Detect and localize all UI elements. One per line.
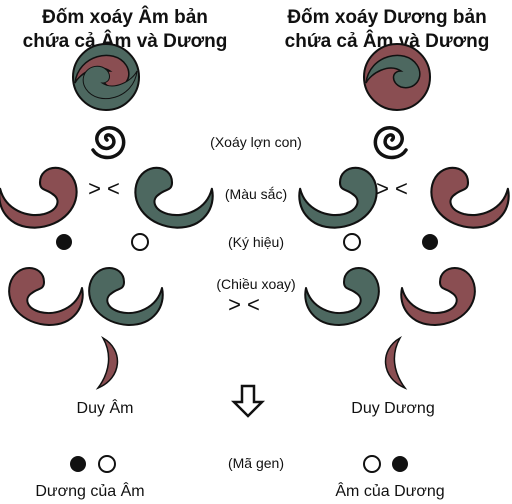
black-dot-icon [70,456,86,472]
label-symbol: (Ký hiệu) [227,234,285,250]
crescent-right-icon [384,335,408,390]
rotation-comma-yang-left-icon [88,267,164,326]
title-left: Đốm xoáy Âm bản chứa cả Âm và Dương [0,6,250,54]
black-dot-icon [56,234,72,250]
color-comma-yin-right-icon [430,166,510,229]
title-right-line-2: chứa cả Âm và Dương [284,31,490,52]
label-color: (Màu sắc) [224,186,288,202]
yin-disc-icon [72,43,140,111]
comparator-rotation: >< [228,292,266,317]
crescent-left-icon [95,335,119,390]
comparator-left: >< [88,176,126,201]
white-dot-icon [343,233,361,251]
small-spiral-left-icon [91,126,126,160]
title-right: Đốm xoáy Dương bản chứa cả Âm và Dương [262,6,512,54]
rotation-comma-yin-right-icon [400,267,476,326]
title-left-line-1: Đốm xoáy Âm bản [42,7,208,28]
label-duy-am: Duy Âm [76,400,134,417]
white-dot-icon [98,455,116,473]
label-duong-cua-am: Dương của Âm [35,483,145,500]
color-comma-yin-left-icon [0,166,78,229]
label-am-cua-duong: Âm của Dương [335,483,445,500]
label-rotation: (Chiều xoay) [216,276,296,292]
title-right-line-1: Đốm xoáy Dương bản [287,7,487,28]
label-gene: (Mã gen) [227,455,285,471]
down-arrow-icon [230,384,266,418]
label-duy-duong: Duy Dương [351,400,435,417]
title-left-line-2: chứa cả Âm và Dương [22,31,228,52]
small-spiral-right-icon [373,126,408,160]
black-dot-icon [392,456,408,472]
comparator-right: >< [376,176,414,201]
label-small-spiral: (Xoáy lợn con) [210,134,302,150]
rotation-comma-yin-left-icon [8,267,84,326]
black-dot-icon [422,234,438,250]
white-dot-icon [363,455,381,473]
yang-disc-icon [363,43,431,111]
white-dot-icon [131,233,149,251]
